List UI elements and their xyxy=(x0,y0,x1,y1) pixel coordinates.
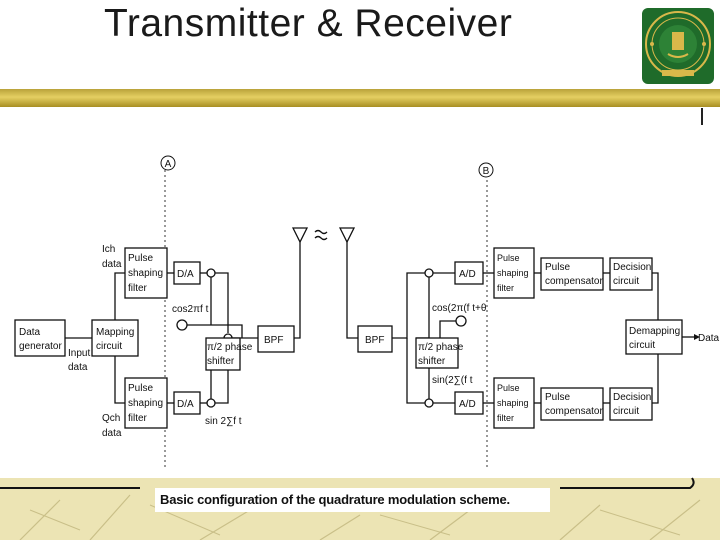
qch-label-2: data xyxy=(102,428,122,439)
tx-pulse-bot-3: filter xyxy=(128,413,148,424)
section-a-marker xyxy=(160,155,176,171)
input-data-label-1: Input xyxy=(68,348,90,359)
radio-wave-icon xyxy=(314,229,328,241)
rx-sin-label: sin(2∑(f t xyxy=(432,375,473,386)
tx-phase-shifter xyxy=(205,337,241,371)
rx-shifter-2: shifter xyxy=(418,356,446,367)
tx-cos-label: cos2πf t xyxy=(172,304,209,315)
tx-antenna-icon xyxy=(291,227,309,336)
quadrature-diagram: A B Ich data Qch data Data generator Inp… xyxy=(0,140,720,480)
band-tick xyxy=(701,108,703,125)
tx-pulse-filter-top xyxy=(124,247,168,299)
ich-label-2: data xyxy=(102,259,122,270)
rx-comp-top-1: Pulse xyxy=(545,262,570,273)
section-a-label: A xyxy=(165,159,172,170)
figure-caption: Basic configuration of the quadrature mo… xyxy=(160,492,510,507)
rx-dec-top-2: circuit xyxy=(613,276,639,287)
rx-pulse-bot-2: shaping xyxy=(497,398,529,408)
rx-pulse-top-1: Pulse xyxy=(497,253,520,263)
tx-bpf-block xyxy=(257,325,295,353)
section-b-marker xyxy=(478,162,494,178)
rx-bpf-label: BPF xyxy=(365,335,384,346)
tx-mixer-bottom xyxy=(206,398,216,408)
rx-ad-top-label: A/D xyxy=(459,269,476,280)
slide-title: Transmitter & Receiver xyxy=(104,2,513,45)
tx-shifter-2: shifter xyxy=(207,356,235,367)
tx-oscillator xyxy=(176,319,188,331)
tx-bpf-label: BPF xyxy=(264,335,283,346)
rx-oscillator xyxy=(455,315,467,327)
mapping-label-2: circuit xyxy=(96,341,122,352)
rx-compensator-top xyxy=(540,257,604,291)
data-gen-label-1: Data xyxy=(19,327,41,338)
rx-pulse-filter-bottom xyxy=(493,377,535,429)
rx-shifter-1: π/2 phase xyxy=(418,342,464,353)
input-data-label-2: data xyxy=(68,362,88,373)
mapping-label-1: Mapping xyxy=(96,327,134,338)
rx-comp-bot-1: Pulse xyxy=(545,392,570,403)
rx-decision-top xyxy=(609,257,653,291)
data-gen-label-2: generator xyxy=(19,341,62,352)
tx-pulse-top-1: Pulse xyxy=(128,253,153,264)
rx-cos-label: cos(2π(f t+θ xyxy=(432,303,487,314)
rx-dec-bot-1: Decision xyxy=(613,392,651,403)
tx-pulse-top-2: shaping xyxy=(128,268,163,279)
rx-pulse-top-2: shaping xyxy=(497,268,529,278)
rx-comp-top-2: compensator xyxy=(545,276,603,287)
tx-da-top-label: D/A xyxy=(177,269,194,280)
rx-mixer-top xyxy=(424,268,434,278)
tx-pulse-bot-1: Pulse xyxy=(128,383,153,394)
rx-pulse-bot-1: Pulse xyxy=(497,383,520,393)
rx-pulse-bot-3: filter xyxy=(497,413,514,423)
tx-da-bottom-label: D/A xyxy=(177,399,194,410)
rx-dec-top-1: Decision xyxy=(613,262,651,273)
rx-phase-shifter xyxy=(415,337,459,369)
qch-label-1: Qch xyxy=(102,413,120,424)
rx-pulse-top-3: filter xyxy=(497,283,514,293)
rx-antenna-icon xyxy=(338,227,356,336)
section-b-label: B xyxy=(483,166,490,177)
rx-dec-bot-2: circuit xyxy=(613,406,639,417)
tx-sin-label: sin 2∑f t xyxy=(205,416,242,427)
tx-shifter-1: π/2 phase xyxy=(207,342,253,353)
rx-ad-bottom-label: A/D xyxy=(459,399,476,410)
tx-pulse-bot-2: shaping xyxy=(128,398,163,409)
ich-label-1: Ich xyxy=(102,244,115,255)
rx-comp-bot-2: compensator xyxy=(545,406,603,417)
tx-pulse-top-3: filter xyxy=(128,283,148,294)
rx-bpf-block xyxy=(357,325,393,353)
output-data-label: Data xyxy=(698,333,720,344)
output-arrow-icon xyxy=(694,334,700,340)
demap-label-2: circuit xyxy=(629,340,655,351)
rx-compensator-bottom xyxy=(540,387,604,421)
tx-mixer-top xyxy=(206,268,216,278)
demap-label-1: Demapping xyxy=(629,326,680,337)
caption-background xyxy=(155,488,550,512)
accent-band xyxy=(0,89,720,107)
rx-pulse-filter-top xyxy=(493,247,535,299)
university-seal-icon xyxy=(638,4,718,88)
rx-decision-bottom xyxy=(609,387,653,421)
rx-mixer-bottom xyxy=(424,398,434,408)
